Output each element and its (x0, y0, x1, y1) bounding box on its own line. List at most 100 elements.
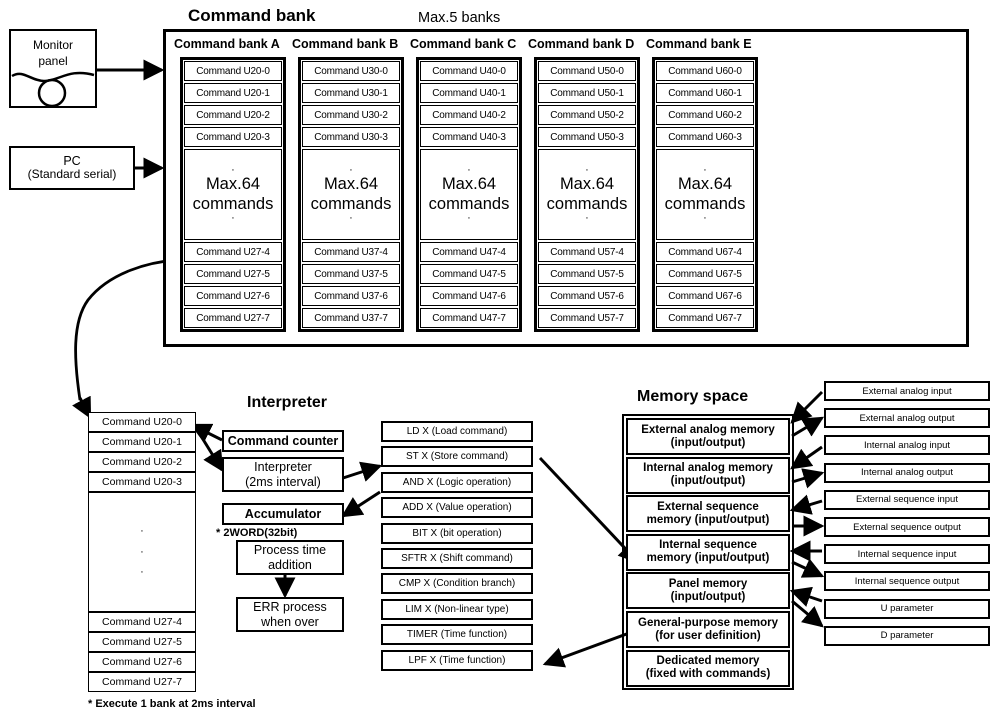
memory-row-2-line1: External sequence (657, 500, 759, 513)
instruction-row-2: AND X (Logic operation) (381, 471, 533, 493)
monitor-panel-icon (11, 71, 95, 106)
memory-row-3-line1: Internal sequence (659, 539, 757, 552)
accumulator-label: Accumulator (244, 506, 322, 521)
bank-2-top-cell-2: Command U40-2 (420, 105, 518, 125)
bank-1-bottom-cell-1: Command U37-5 (302, 264, 400, 284)
active-list-bottom-cell-1: Command U27-5 (88, 632, 196, 652)
memory-row-6-line2: (fixed with commands) (645, 668, 771, 681)
memory-row-5-line1: General-purpose memory (638, 616, 778, 629)
memory-row-0: External analog memory(input/output) (626, 418, 790, 455)
page-title-command-bank: Command bank (188, 6, 316, 25)
bank-2-bottom-cell-2: Command U47-6 (420, 286, 518, 306)
bank-2-bottom-cell-3: Command U47-7 (420, 308, 518, 328)
active-list-ellipsis: ··· (88, 492, 196, 612)
instruction-row-4: BIT X (bit operation) (381, 522, 533, 544)
memory-row-1-line1: Internal analog memory (643, 462, 773, 475)
bank-title-1: Command bank B (292, 37, 399, 51)
bank-0-top-cell-0: Command U20-0 (184, 61, 282, 81)
memory-space-frame (622, 414, 794, 690)
err-process-box: ERR process when over (236, 597, 344, 632)
io-row-8: U parameter (824, 598, 990, 619)
bank-title-4: Command bank E (646, 37, 752, 51)
monitor-panel-label-line2: panel (38, 54, 68, 68)
bank-0-max-line1: Max.64 (205, 175, 261, 194)
interpreter-label-line1: Interpreter (254, 460, 312, 475)
io-row-6: Internal sequence input (824, 544, 990, 565)
bank-1-bottom-cell-2: Command U37-6 (302, 286, 400, 306)
dots-top: · (585, 164, 589, 177)
io-row-3: Internal analog output (824, 462, 990, 483)
dots-bottom: · (585, 211, 589, 224)
bank-2-max-line2: commands (428, 194, 510, 213)
interpreter-label-line2: (2ms interval) (245, 474, 321, 489)
io-row-7: Internal sequence output (824, 571, 990, 592)
dots-top: · (231, 164, 235, 177)
bank-3-max-line2: commands (546, 194, 628, 213)
memory-row-4-line2: (input/output) (670, 590, 746, 603)
bank-4-top-cell-1: Command U60-1 (656, 83, 754, 103)
pc-label-line1: PC (63, 154, 81, 169)
bank-3-bottom-cell-3: Command U57-7 (538, 308, 636, 328)
bank-4-bottom-cell-2: Command U67-6 (656, 286, 754, 306)
bank-3-top-cell-3: Command U50-3 (538, 127, 636, 147)
io-row-9: D parameter (824, 625, 990, 646)
ellipsis-dot-1: · (140, 545, 144, 558)
active-list-top-cell-1: Command U20-1 (88, 432, 196, 452)
monitor-panel: Monitor panel (9, 29, 97, 108)
bank-4-bottom-cell-1: Command U67-5 (656, 264, 754, 284)
bank-0-top-cell-3: Command U20-3 (184, 127, 282, 147)
memory-row-1: Internal analog memory(input/output) (626, 456, 790, 494)
instruction-row-6: CMP X (Condition branch) (381, 573, 533, 595)
instruction-row-9: LPF X (Time function) (381, 649, 533, 671)
dots-bottom: · (231, 211, 235, 224)
footnote-execute-interval: * Execute 1 bank at 2ms interval (88, 698, 256, 710)
memory-row-5-line2: (for user definition) (655, 629, 761, 642)
err-process-label-line1: ERR process (253, 600, 327, 615)
memory-row-6-line1: Dedicated memory (656, 655, 760, 668)
bank-1-bottom-cell-0: Command U37-4 (302, 242, 400, 262)
bank-3-bottom-cell-0: Command U57-4 (538, 242, 636, 262)
memory-row-1-line2: (input/output) (670, 475, 746, 488)
dots-bottom: · (349, 211, 353, 224)
bank-title-3: Command bank D (528, 37, 635, 51)
instruction-row-7: LIM X (Non-linear type) (381, 598, 533, 620)
bank-title-2: Command bank C (410, 37, 517, 51)
bank-1-bottom-cell-3: Command U37-7 (302, 308, 400, 328)
bank-0-bottom-cell-3: Command U27-7 (184, 308, 282, 328)
io-row-4: External sequence input (824, 489, 990, 510)
accumulator-note: * 2WORD(32bit) (216, 527, 298, 539)
accumulator-box: Accumulator (222, 503, 344, 525)
monitor-panel-label-line1: Monitor (32, 38, 73, 52)
dots-bottom: · (467, 211, 471, 224)
memory-row-2-line2: memory (input/output) (646, 513, 770, 526)
active-list-bottom-cell-2: Command U27-6 (88, 652, 196, 672)
io-row-5: External sequence output (824, 517, 990, 537)
dots-top: · (349, 164, 353, 177)
bank-1-top-cell-1: Command U30-1 (302, 83, 400, 103)
bank-4-top-cell-3: Command U60-3 (656, 127, 754, 147)
memory-row-3-line2: memory (input/output) (646, 552, 770, 565)
bank-3-top-cell-1: Command U50-1 (538, 83, 636, 103)
bank-1-max-line1: Max.64 (323, 175, 379, 194)
err-process-label-line2: when over (261, 614, 319, 629)
command-counter-box: Command counter (222, 430, 344, 452)
bank-1-top-cell-0: Command U30-0 (302, 61, 400, 81)
memory-row-0-line1: External analog memory (641, 423, 775, 436)
active-list-top-cell-2: Command U20-2 (88, 452, 196, 472)
bank-0-max-line2: commands (192, 194, 274, 213)
bank-2-top-cell-1: Command U40-1 (420, 83, 518, 103)
section-title-memory-space: Memory space (637, 388, 749, 405)
instruction-row-3: ADD X (Value operation) (381, 497, 533, 519)
bank-2-top-cell-3: Command U40-3 (420, 127, 518, 147)
active-list-bottom-cell-0: Command U27-4 (88, 612, 196, 632)
pc-label-line2: (Standard serial) (27, 167, 117, 182)
bank-3-bottom-cell-2: Command U57-6 (538, 286, 636, 306)
bank-3-bottom-cell-1: Command U57-5 (538, 264, 636, 284)
pc-source: PC (Standard serial) (9, 146, 135, 190)
bank-1-top-cell-2: Command U30-2 (302, 105, 400, 125)
memory-row-4: Panel memory(input/output) (626, 572, 790, 610)
